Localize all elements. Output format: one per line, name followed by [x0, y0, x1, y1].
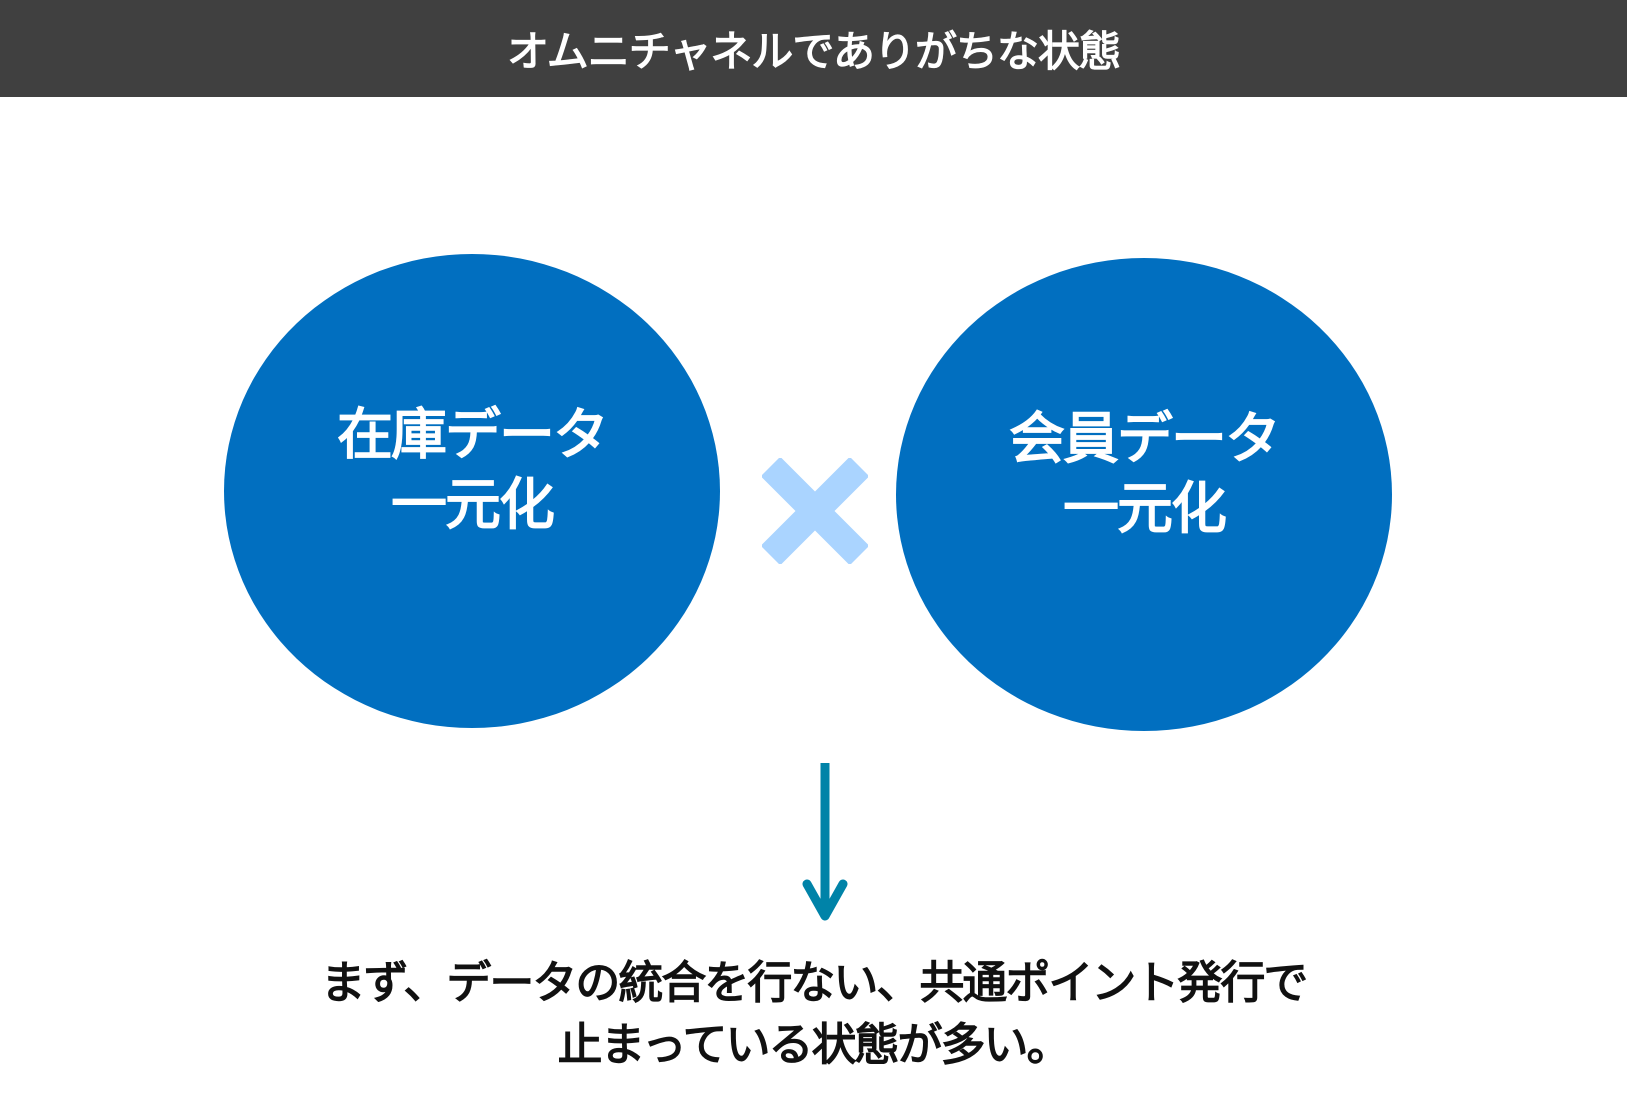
conclusion-text: まず、データの統合を行ない、共通ポイント発行で 止まっている状態が多い。 — [0, 952, 1627, 1076]
inventory-data-circle: 在庫データ 一元化 — [224, 254, 720, 728]
conclusion-line2: 止まっている状態が多い。 — [557, 1018, 1072, 1071]
cross-icon — [762, 458, 868, 564]
conclusion-line1: まず、データの統合を行ない、共通ポイント発行で — [320, 956, 1309, 1009]
title-bar: オムニチャネルでありがちな状態 — [0, 0, 1627, 97]
circle-label-line2: 一元化 — [391, 473, 555, 538]
circle-label-line1: 在庫データ — [337, 403, 609, 468]
page-title: オムニチャネルでありがちな状態 — [507, 27, 1121, 76]
member-data-circle: 会員データ 一元化 — [896, 258, 1392, 731]
arrow-down-icon — [802, 763, 848, 921]
circle-label-line2: 一元化 — [1063, 476, 1227, 542]
circle-label-line1: 会員データ — [1009, 406, 1281, 472]
